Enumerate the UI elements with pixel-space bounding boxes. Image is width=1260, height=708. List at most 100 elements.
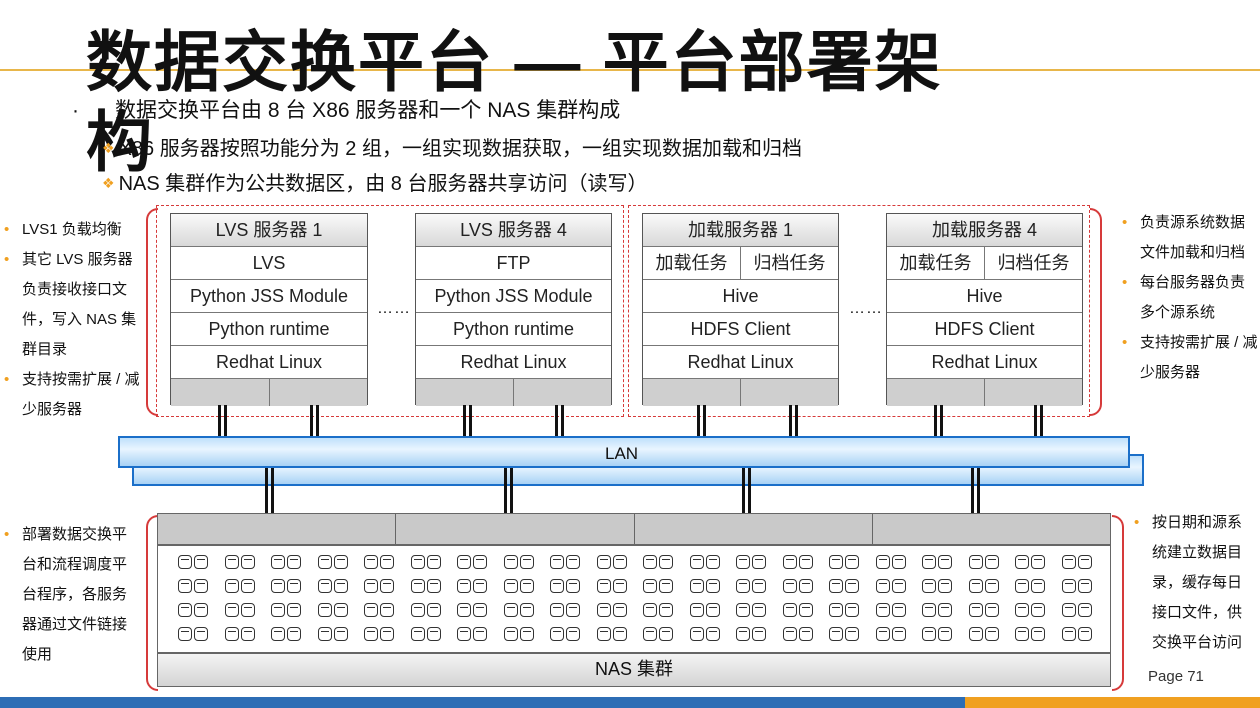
server-layer: Python runtime — [171, 313, 367, 346]
disk-icon — [380, 603, 394, 617]
disk-icon — [596, 603, 611, 617]
disk-icon — [271, 579, 285, 593]
disk-icon — [317, 603, 332, 617]
disk-icon — [194, 555, 208, 569]
disk-icon — [705, 627, 720, 641]
cable-line — [1034, 405, 1037, 445]
disk-icon — [457, 579, 471, 593]
disk-icon — [519, 555, 534, 569]
disk-icon — [875, 555, 890, 569]
cable-line — [271, 468, 274, 514]
cable-line — [218, 405, 221, 445]
server-ports — [887, 379, 1082, 406]
cable-line — [795, 405, 798, 445]
lvs-group-box — [156, 205, 624, 417]
server-load-1: 加载服务器 1 加载任务 归档任务 Hive HDFS Client Redha… — [642, 213, 839, 406]
disk-icon — [705, 603, 720, 617]
cable-line — [510, 468, 513, 514]
disk-icon — [845, 579, 859, 593]
disk-icon — [829, 627, 843, 641]
disk-icon — [333, 555, 348, 569]
disk-icon — [457, 603, 471, 617]
disk-icon — [1031, 603, 1045, 617]
diamond-bullet-icon: ❖ — [102, 140, 115, 156]
title-underline — [0, 69, 1260, 71]
disk-icon — [705, 579, 720, 593]
disk-icon — [224, 555, 239, 569]
sub-bullet-2-text: NAS 集群作为公共数据区，由 8 台服务器共享访问（读写） — [118, 173, 648, 195]
sub-bullet-2: ❖NAS 集群作为公共数据区，由 8 台服务器共享访问（读写） — [102, 167, 647, 196]
cable-line — [504, 468, 507, 514]
disk-icon — [782, 627, 797, 641]
disk-icon — [922, 555, 936, 569]
disk-icon — [798, 579, 813, 593]
disk-icon — [333, 579, 348, 593]
disk-icon — [875, 579, 890, 593]
server-lvs-1: LVS 服务器 1 LVS Python JSS Module Python r… — [170, 213, 368, 406]
footer-bar — [0, 697, 1260, 708]
disk-icon — [380, 627, 394, 641]
load-group-box — [628, 205, 1090, 417]
disk-icon — [317, 579, 332, 593]
disk-icon — [1031, 627, 1045, 641]
cable-line — [316, 405, 319, 445]
disk-icon — [364, 555, 378, 569]
disk-icon — [240, 603, 255, 617]
task-archive: 归档任务 — [740, 247, 838, 279]
right-notes-bottom: 按日期和源系统建立数据目录，缓存每日接口文件，供交换平台访问 — [1130, 508, 1248, 658]
disk-icon — [643, 627, 657, 641]
disk-icon — [519, 579, 534, 593]
disk-icon — [752, 603, 766, 617]
disk-icon — [689, 555, 704, 569]
disk-icon — [705, 555, 720, 569]
cable-line — [555, 405, 558, 445]
disk-icon — [891, 579, 906, 593]
disk-icon — [224, 603, 239, 617]
disk-icon — [845, 603, 859, 617]
disk-icon — [1077, 579, 1092, 593]
disk-icon — [566, 627, 580, 641]
cable-line — [561, 405, 564, 445]
lan-bar — [118, 436, 1130, 468]
disk-icon — [426, 555, 441, 569]
ellipsis-lvs: …… — [377, 300, 411, 317]
task-archive: 归档任务 — [984, 247, 1082, 279]
right-brace-bottom — [1112, 515, 1124, 691]
disk-icon — [178, 555, 192, 569]
disk-icon — [503, 579, 518, 593]
disk-icon — [550, 627, 564, 641]
disk-icon — [1031, 555, 1045, 569]
main-bullet-text: 数据交换平台由 8 台 X86 服务器和一个 NAS 集群构成 — [115, 99, 621, 122]
left-notes-top: LVS1 负载均衡 其它 LVS 服务器负责接收接口文件，写入 NAS 集群目录… — [0, 215, 140, 425]
disk-icon — [410, 579, 425, 593]
disk-icon — [410, 627, 425, 641]
cable-line — [697, 405, 700, 445]
disk-icon — [1015, 555, 1029, 569]
nas-label: NAS 集群 — [594, 659, 673, 679]
disk-icon — [364, 603, 378, 617]
disk-icon — [519, 603, 534, 617]
disk-icon — [426, 627, 441, 641]
disk-icon — [1077, 555, 1092, 569]
server-layer: Redhat Linux — [171, 346, 367, 379]
note-item: 支持按需扩展 / 减少服务器 — [1118, 328, 1258, 388]
disk-icon — [736, 555, 750, 569]
disk-icon — [519, 627, 534, 641]
disk-icon — [1061, 555, 1076, 569]
nas-disk-array — [157, 545, 1111, 653]
disk-icon — [922, 627, 936, 641]
disk-icon — [984, 555, 999, 569]
disk-icon — [984, 579, 999, 593]
server-layer: Python JSS Module — [416, 280, 611, 313]
disk-icon — [317, 555, 332, 569]
server-header: LVS 服务器 4 — [416, 214, 611, 247]
disk-icon — [829, 579, 843, 593]
disk-icon — [287, 603, 301, 617]
disk-icon — [798, 603, 813, 617]
disk-icon — [1077, 603, 1092, 617]
disk-icon — [550, 579, 564, 593]
sub-bullet-1-text: X86 服务器按照功能分为 2 组，一组实现数据获取，一组实现数据加载和归档 — [118, 138, 802, 160]
disk-icon — [178, 627, 192, 641]
cable-line — [463, 405, 466, 445]
right-brace-top — [1090, 208, 1102, 416]
